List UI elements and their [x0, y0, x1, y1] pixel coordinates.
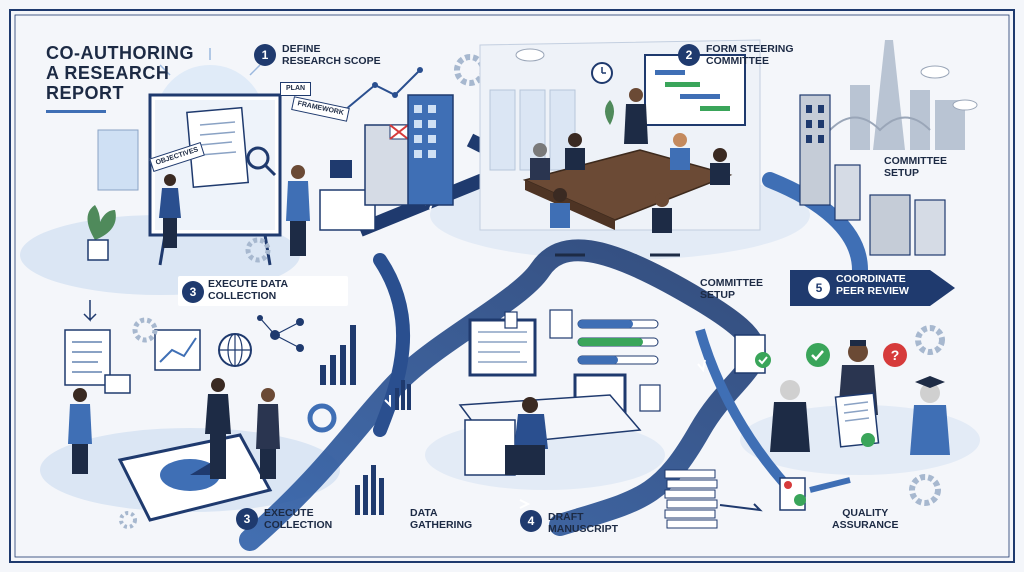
desktop-monitor [468, 318, 537, 377]
zone-data-collection [64, 300, 384, 529]
graduation-cap-icon [915, 376, 945, 388]
svg-text:?: ? [891, 347, 900, 363]
donut-chart-icon [307, 403, 337, 433]
flow-path-right [762, 172, 868, 278]
gear-icon-small [245, 237, 271, 263]
inner-frame [14, 14, 1010, 558]
check-icon [755, 352, 771, 368]
peer-review-arrow [790, 270, 955, 306]
gear-icon [454, 54, 486, 86]
step-2-badge: 2 [678, 44, 700, 66]
magnifier-icon [246, 146, 270, 170]
outer-frame [9, 9, 1015, 563]
title-underline [46, 110, 106, 113]
flow-path-branch [373, 253, 411, 437]
step-3b-badge: 3 [236, 508, 258, 530]
zone-steering-committee [479, 39, 978, 257]
gantt-screen [644, 54, 746, 126]
step-1-badge: 1 [254, 44, 276, 66]
title-line-2: A RESEARCH [46, 62, 170, 83]
step-3-badge: 3 [182, 281, 204, 303]
page-title: CO-AUTHORING A RESEARCH REPORT [46, 43, 194, 103]
step-3-panel [178, 276, 348, 306]
question-icon [883, 343, 907, 367]
step-4-badge: 4 [520, 510, 542, 532]
title-line-3: REPORT [46, 82, 125, 103]
title-line-1: CO-AUTHORING [46, 43, 194, 63]
step-5-badge: 5 [808, 277, 830, 299]
flow-path-main [239, 239, 766, 551]
zone-peer-review: ? [734, 325, 950, 511]
card-plan: PLAN [280, 82, 312, 96]
zone-draft-manuscript [395, 309, 763, 529]
